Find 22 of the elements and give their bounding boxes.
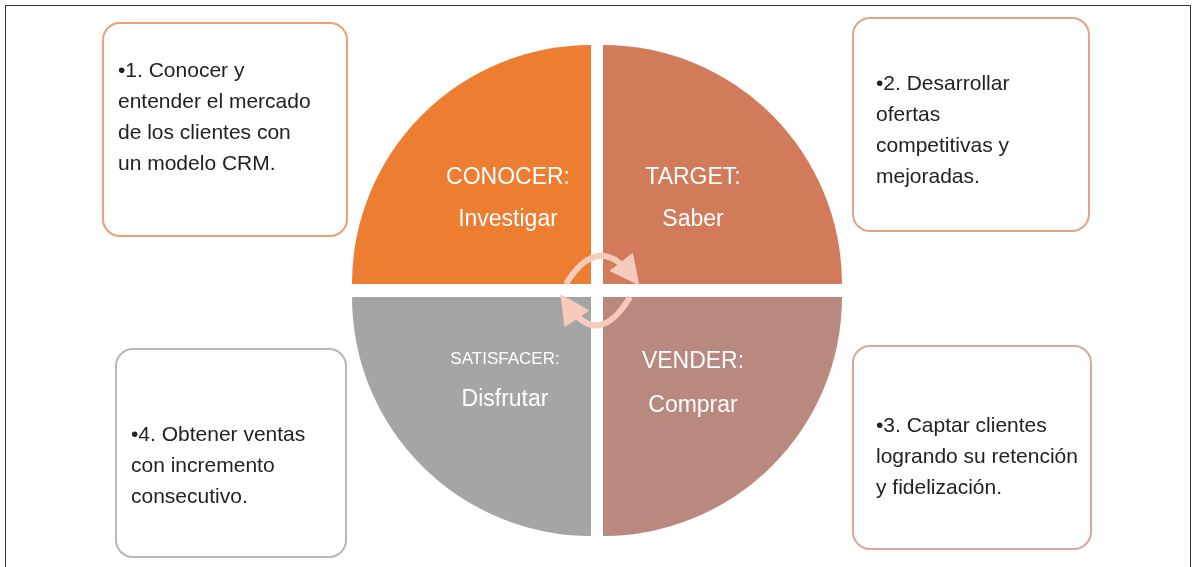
circle-quadrant — [352, 45, 591, 284]
quadrant-title: TARGET: — [645, 163, 741, 190]
quadrant-subtitle: Saber — [662, 205, 724, 232]
text-box — [115, 348, 347, 558]
cycle-arrow — [563, 252, 640, 286]
circle-quadrant — [603, 45, 842, 284]
circle-quadrant — [603, 297, 842, 536]
bullet-text: •4. Obtener ventas con incremento consecutivo. — [131, 421, 307, 509]
quadrant-subtitle: Comprar — [648, 391, 738, 418]
text-box — [102, 22, 348, 237]
cycle-arrow — [559, 294, 633, 329]
circle-quadrant — [352, 297, 591, 536]
text-box — [852, 345, 1092, 550]
quadrant-title: VENDER: — [641, 347, 745, 374]
text-box — [852, 17, 1090, 232]
quadrant-subtitle: Disfrutar — [461, 385, 549, 412]
quadrant-title: CONOCER: — [446, 163, 570, 190]
bullet-text: •1. Conocer y entender el mercado de los clientes con un modelo CRM. — [118, 57, 312, 176]
quadrant-title: SATISFACER: — [450, 349, 560, 369]
quadrant-subtitle: Investigar — [458, 205, 558, 232]
bullet-text: •3. Captar clientes logrando su retención y fidelización. — [876, 412, 1079, 500]
bullet-text: •2. Desarrollar ofertas competitivas y mejoradas. — [876, 70, 1011, 189]
